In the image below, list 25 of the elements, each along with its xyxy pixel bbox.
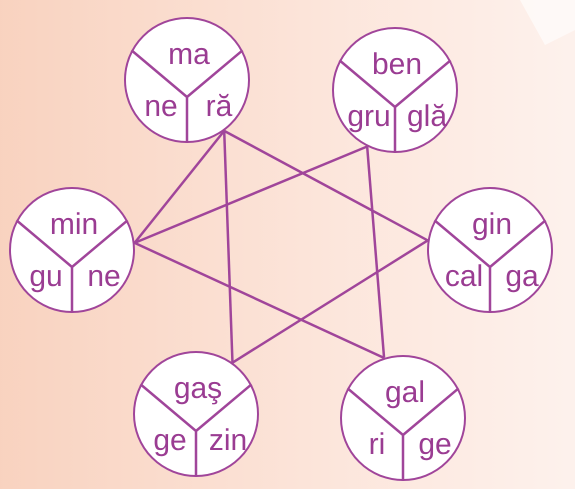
- syllable-text: gin: [472, 209, 512, 241]
- syllable-text: gru: [347, 101, 391, 133]
- syllable-text: min: [50, 209, 98, 241]
- syllable-text: ri: [368, 429, 386, 461]
- connector-line: [232, 239, 428, 364]
- connector-line: [134, 242, 385, 360]
- syllable-text: ră: [206, 91, 232, 123]
- syllable-text: glă: [406, 101, 448, 133]
- syllable-text: zin: [208, 425, 248, 457]
- syllable-text: ne: [87, 261, 121, 293]
- connector-line: [224, 130, 428, 242]
- syllable-text: cal: [444, 261, 484, 293]
- syllable-text: gu: [29, 261, 63, 293]
- syllable-text: ne: [144, 91, 178, 123]
- connector-line: [366, 146, 386, 358]
- syllable-text: ga: [505, 261, 539, 293]
- connector-line: [134, 145, 368, 244]
- syllable-text: ma: [168, 39, 210, 71]
- syllable-text: ge: [418, 429, 452, 461]
- syllable-text: ben: [372, 49, 422, 81]
- syllable-text: gal: [384, 377, 426, 409]
- connector-line: [134, 130, 226, 244]
- connector-line: [222, 130, 234, 363]
- syllable-text: gaş: [174, 373, 222, 405]
- syllable-text: ge: [153, 425, 187, 457]
